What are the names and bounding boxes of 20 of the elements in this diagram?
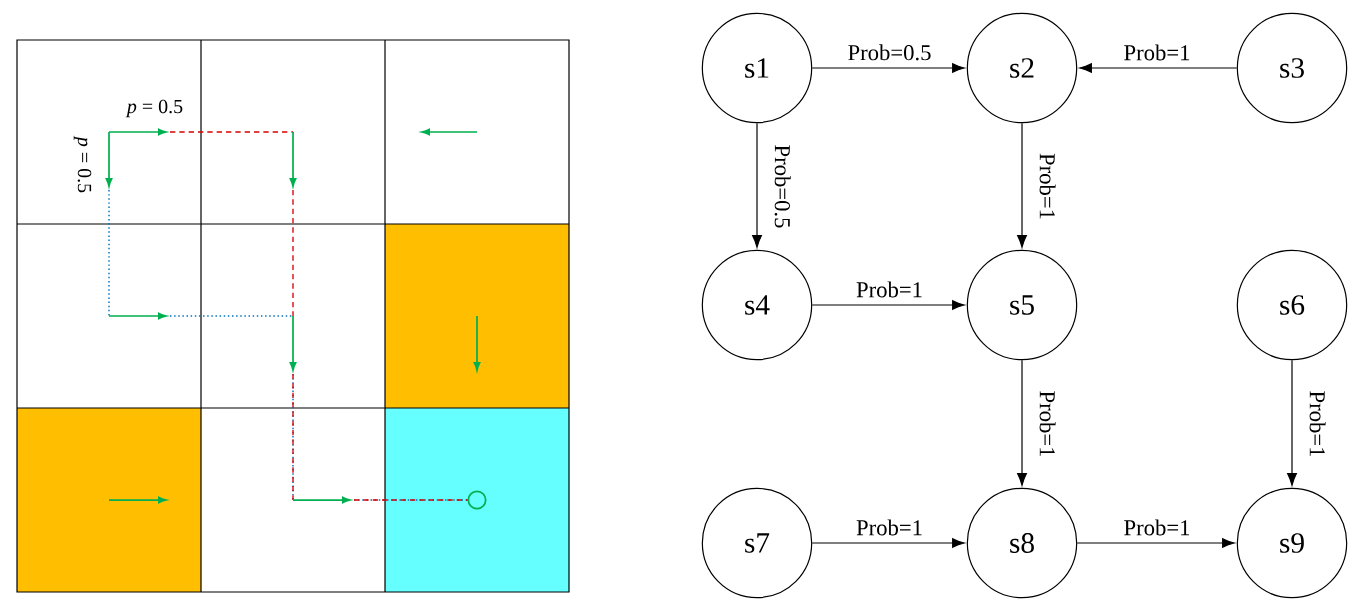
edge-label: Prob=1 [1038, 389, 1057, 459]
edge-label: Prob=0.5 [846, 43, 933, 62]
edge-label: Prob=1 [1122, 518, 1192, 537]
arrow [752, 122, 762, 248]
arrow [1076, 538, 1235, 548]
edge-label: Prob=1 [1308, 389, 1327, 459]
probability-label: p = 0.5 [73, 135, 92, 193]
arrow [1287, 359, 1297, 486]
arrow [1017, 122, 1027, 248]
arrow [811, 63, 965, 73]
arrow [811, 300, 965, 310]
arrow [1079, 63, 1238, 73]
edge-label: Prob=0.5 [773, 143, 792, 230]
edge-label: Prob=1 [1122, 43, 1192, 62]
arrow [811, 538, 965, 548]
arrow [1017, 359, 1027, 486]
probability-label: p = 0.5 [125, 99, 183, 118]
edge-label: Prob=1 [1038, 151, 1057, 222]
edge-label: Prob=1 [854, 280, 925, 299]
edge-label: Prob=1 [854, 518, 925, 537]
